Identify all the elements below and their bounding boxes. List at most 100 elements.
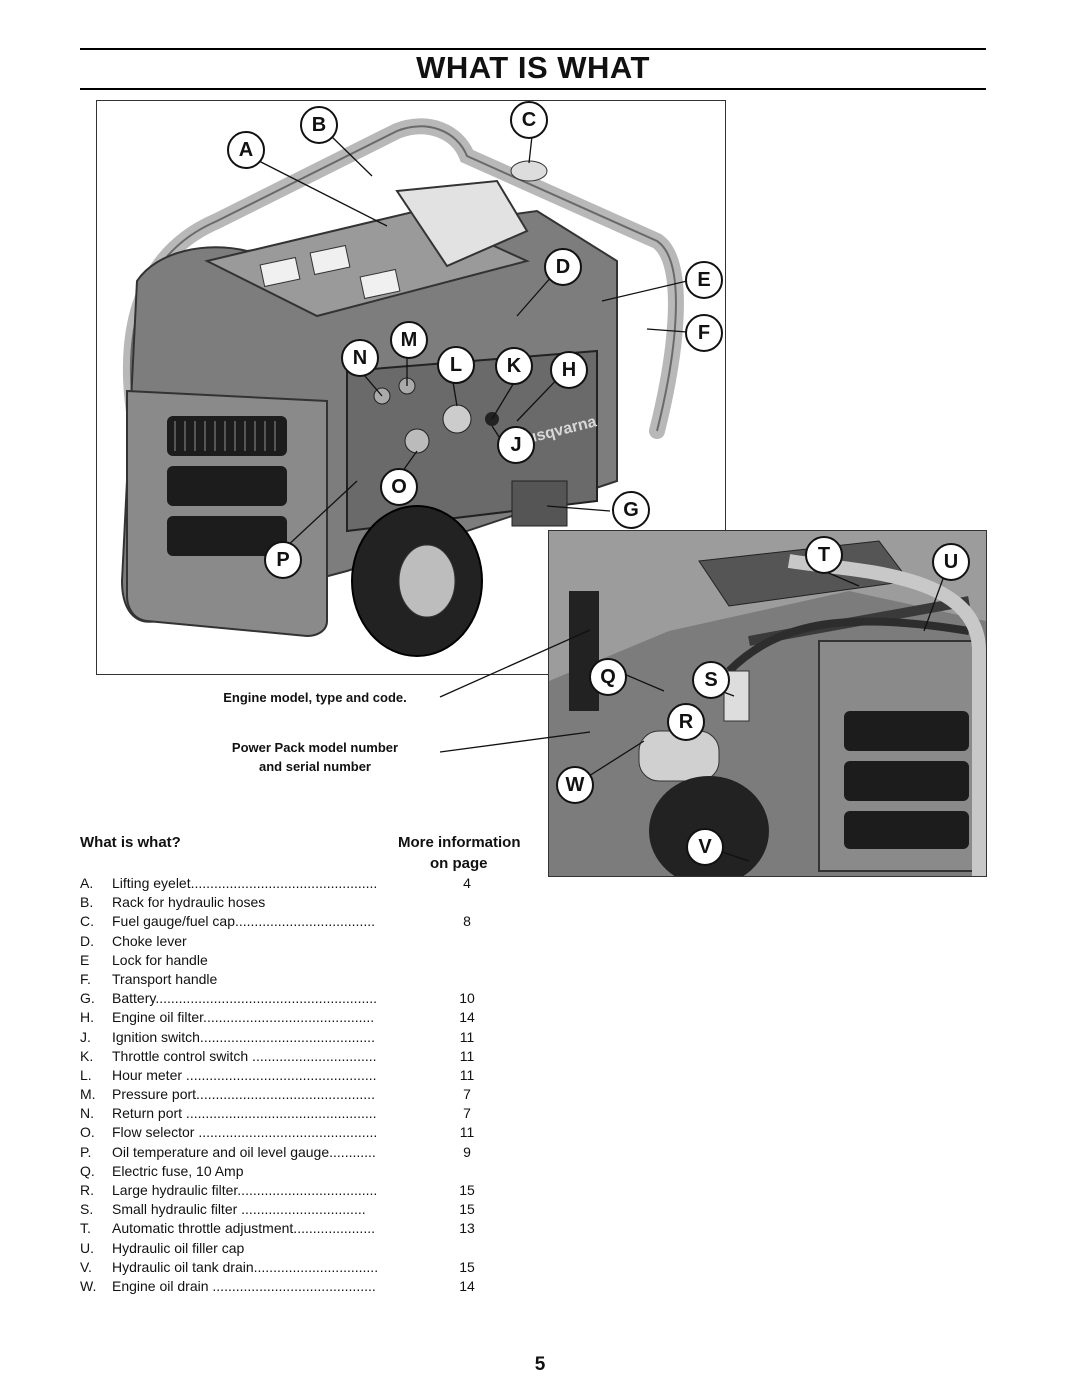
item-letter: E [80,951,90,968]
item-page-ref: 9 [463,1143,471,1160]
item-description: Return port ............................… [112,1105,377,1122]
callout-k: K [495,347,533,385]
callout-q: Q [589,658,627,696]
main-illustration-frame: Husqvarna A B C D E F M N L K [96,100,726,675]
list-item: F. Transport handle [80,970,500,989]
item-description: Hour meter .............................… [112,1066,377,1083]
callout-v: V [686,828,724,866]
item-description: Throttle control switch ................… [112,1047,377,1064]
top-rule [80,48,986,50]
callout-f: F [685,314,723,352]
item-page-ref: 4 [463,875,471,891]
callout-m: M [390,321,428,359]
item-description: Automatic throttle adjustment...........… [112,1220,375,1237]
item-letter: J. [80,1028,91,1045]
item-page-ref: 7 [463,1086,471,1103]
item-page-ref: 7 [463,1105,471,1122]
item-description: Rack for hydraulic hoses [112,894,266,911]
callout-r: R [667,703,705,741]
what-is-what-list: A. Lifting eyelet........................… [80,874,500,1296]
item-description: Engine oil filter.......................… [112,1009,375,1026]
table-header-more-info: More information [398,834,521,851]
item-letter: R. [80,1182,94,1198]
callout-j: J [497,426,535,464]
item-description: Large hydraulic filter..................… [112,1182,378,1198]
item-letter: P. [80,1143,92,1160]
list-item: J. Ignition switch.......................… [80,1028,500,1047]
item-letter: S. [80,1201,94,1218]
table-header-item: What is what? [80,834,181,851]
item-letter: A. [80,875,94,891]
item-description: Hydraulic oil tank drain................… [112,1258,379,1275]
table-header-on-page: on page [430,855,488,872]
callout-d: D [544,248,582,286]
item-page-ref: 15 [459,1182,475,1198]
caption-pack-model-line1: Power Pack model number [231,740,399,755]
item-letter: F. [80,970,91,987]
list-item: G.Battery...............................… [80,989,500,1008]
item-description: Ignition switch.........................… [112,1028,375,1045]
item-letter: Q. [80,1162,95,1179]
item-letter: K. [80,1047,94,1064]
item-description: Pressure port...........................… [112,1086,375,1103]
item-letter: U. [80,1239,94,1256]
caption-engine-model: Engine model, type and code. [223,690,407,705]
inset-illustration-frame: T U Q S R W V [548,530,987,877]
list-item: E Lock for handle [80,951,500,970]
list-item: S. Small hydraulic filter ...............… [80,1200,500,1219]
power-pack-front-illustration: Husqvarna [120,118,688,657]
page-title: WHAT IS WHAT [416,50,650,85]
item-letter: D. [80,932,94,949]
list-item: K. Throttle control switch ..............… [80,1047,500,1066]
list-item: P. Oil temperature and oil level gauge...… [80,1143,500,1162]
item-description: Flow selector ..........................… [112,1124,378,1141]
item-description: Small hydraulic filter .................… [112,1201,366,1218]
list-item: C.Fuel gauge/fuel cap...................… [80,912,500,931]
list-item: Q. Electric fuse, 10 Amp [80,1162,500,1181]
list-item: D.Choke lever [80,932,500,951]
item-page-ref: 8 [463,913,471,930]
list-item: M. Pressure port.........................… [80,1085,500,1104]
item-letter: G. [80,990,95,1007]
callout-n: N [341,339,379,377]
item-description: Electric fuse, 10 Amp [112,1162,244,1179]
item-description: Lifting eyelet..........................… [112,875,378,891]
item-page-ref: 11 [459,1028,475,1045]
item-letter: V. [80,1258,92,1275]
list-item: H. Engine oil filter.....................… [80,1008,500,1027]
item-page-ref: 14 [459,1277,475,1294]
item-page-ref: 11 [459,1066,475,1083]
callout-o: O [380,468,418,506]
item-letter: H. [80,1009,94,1026]
callout-p: P [264,541,302,579]
list-item: L.Hour meter ...........................… [80,1066,500,1085]
callout-h: H [550,351,588,389]
item-letter: W. [80,1277,97,1294]
list-item: U. Hydraulic oil filler cap [80,1239,500,1258]
item-letter: O. [80,1124,95,1141]
callout-u: U [932,543,970,581]
callout-a: A [227,131,265,169]
list-item: R. Large hydraulic filter................… [80,1181,500,1200]
item-page-ref: 14 [459,1009,475,1026]
item-page-ref: 15 [459,1201,475,1218]
item-page-ref: 13 [459,1220,475,1237]
callout-s: S [692,661,730,699]
item-description: Hydraulic oil filler cap [112,1239,245,1256]
list-item: N. Return port ..........................… [80,1104,500,1123]
list-item: V. Hydraulic oil tank drain..............… [80,1258,500,1277]
callout-e: E [685,261,723,299]
item-letter: N. [80,1105,94,1122]
item-letter: M. [80,1086,96,1103]
callout-t: T [805,536,843,574]
list-item: T. Automatic throttle adjustment.........… [80,1219,500,1238]
item-page-ref: 11 [459,1047,475,1064]
item-page-ref: 15 [459,1258,475,1275]
list-item: B.Rack for hydraulic hoses [80,893,500,912]
item-letter: T. [80,1220,91,1237]
item-description: Oil temperature and oil level gauge.....… [112,1143,376,1160]
item-description: Transport handle [112,970,218,987]
callout-w: W [556,766,594,804]
item-description: Lock for handle [112,951,208,968]
